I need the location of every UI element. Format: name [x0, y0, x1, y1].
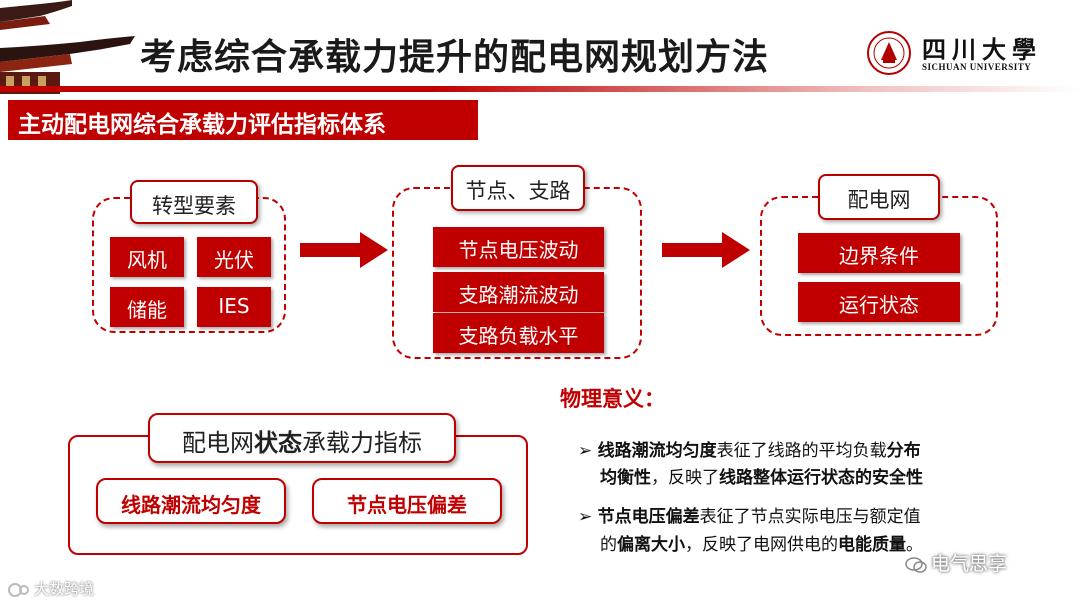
factor-wind-turbine: 风机 [110, 237, 184, 277]
university-name-en: SICHUAN UNIVERSITY [922, 62, 1032, 72]
brand-logo-icon [8, 582, 29, 597]
watermark-right-text: 电气思享 [931, 553, 1008, 575]
factor-photovoltaic: 光伏 [197, 237, 271, 277]
header-divider [0, 86, 1080, 92]
metric-line-flow-uniformity: 线路潮流均匀度 [96, 478, 286, 524]
slide-title: 考虑综合承载力提升的配电网规划方法 [140, 37, 770, 78]
bullet-arrow-icon: ➢ [578, 507, 593, 527]
bullet-arrow-icon: ➢ [578, 441, 593, 461]
university-name-cn: 四川大學 [922, 35, 1042, 64]
bullet-1-line-1: ➢ 线路潮流均匀度表征了线路的平均负载分布 [578, 436, 921, 461]
factor-ies: IES [197, 287, 271, 327]
b2-text: 表征了节点实际电压与额定值 [699, 507, 921, 527]
node-branch-label: 节点、支路 [451, 165, 585, 211]
b1-term: 线路潮流均匀度 [597, 441, 717, 461]
status-title-part1: 配电网 [182, 429, 254, 457]
operating-state: 运行状态 [798, 282, 960, 322]
branch-load-level: 支路负载水平 [433, 313, 604, 353]
b2-emph-1: 偏离大小 [617, 535, 685, 555]
wechat-icon [905, 556, 927, 573]
section-title: 主动配电网综合承载力评估指标体系 [8, 100, 478, 140]
b2-emph-2: 电能质量 [838, 535, 906, 555]
node-voltage-fluctuation: 节点电压波动 [433, 227, 604, 267]
watermark-left-text: 大数跨境 [34, 580, 95, 598]
arrow-right-icon [300, 232, 388, 268]
arrow-right-icon [662, 232, 750, 268]
b2-term: 节点电压偏差 [597, 507, 700, 527]
branch-flow-fluctuation: 支路潮流波动 [433, 272, 604, 312]
watermark-right: 电气思享 [905, 549, 1007, 576]
watermark-left: 大数跨境 [8, 578, 94, 599]
factor-storage: 储能 [110, 287, 184, 327]
b2-text-2: 的 [600, 535, 617, 555]
b1-emph-3: 线路整体运行状态的安全性 [719, 468, 923, 488]
b1-emph-2: 均衡性 [600, 468, 651, 488]
transform-factors-label: 转型要素 [130, 180, 258, 224]
bullet-2-line-1: ➢ 节点电压偏差表征了节点实际电压与额定值 [578, 502, 921, 527]
b2-text-3: ，反映了电网供电的 [685, 535, 838, 555]
bullet-2-line-2: 的偏离大小，反映了电网供电的电能质量。 [600, 530, 923, 555]
boundary-conditions: 边界条件 [798, 233, 960, 273]
status-title-bold: 状态 [254, 429, 302, 457]
pagoda-eaves-decoration [0, 0, 135, 94]
b2-text-4: 。 [906, 535, 923, 555]
status-indicator-title: 配电网状态承载力指标 [148, 413, 456, 463]
distribution-network-label: 配电网 [818, 174, 940, 220]
sichuan-university-seal-icon [867, 31, 911, 75]
metric-node-voltage-deviation: 节点电压偏差 [312, 478, 502, 524]
physical-meaning-heading: 物理意义： [560, 387, 665, 411]
b1-text: 表征了线路的平均负载 [716, 441, 887, 461]
status-title-part2: 承载力指标 [302, 429, 422, 457]
b1-text-2: ，反映了 [651, 468, 719, 488]
bullet-1-line-2: 均衡性，反映了线路整体运行状态的安全性 [600, 463, 923, 488]
b1-emph-1: 分布 [886, 441, 921, 461]
